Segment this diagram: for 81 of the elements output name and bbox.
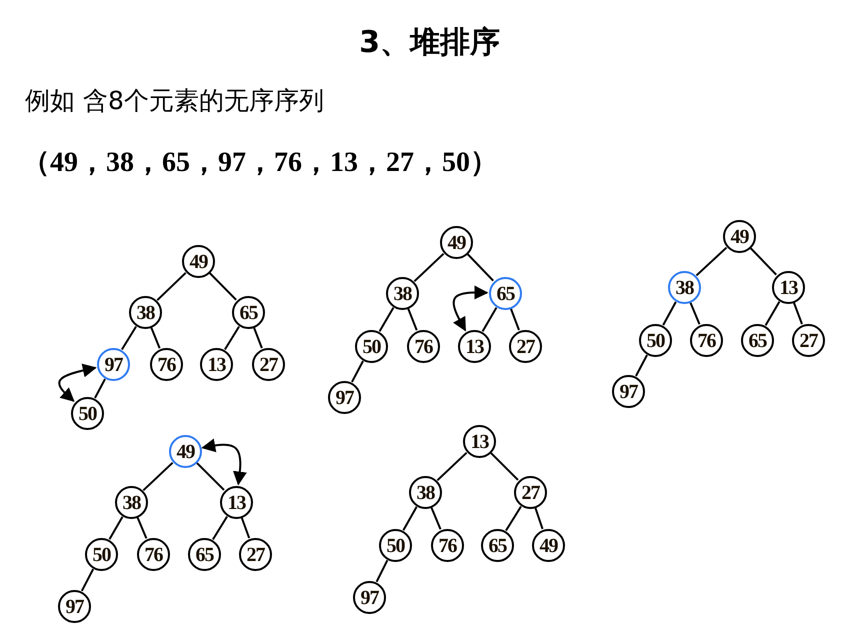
swap-arrow	[201, 438, 247, 486]
tree-node: 97	[328, 381, 361, 414]
tree-edge	[467, 254, 494, 282]
tree-edge	[94, 378, 106, 398]
tree-node: 49	[440, 226, 473, 259]
tree-node: 38	[129, 296, 162, 329]
tree-edge	[376, 560, 388, 582]
tree-edge	[108, 516, 124, 540]
tree-node: 97	[612, 375, 645, 408]
tree-node: 38	[409, 476, 442, 509]
tree-edge	[378, 307, 394, 332]
swap-arrow	[58, 364, 97, 402]
tree-edge	[414, 252, 444, 282]
tree-edge	[482, 307, 498, 332]
tree-edge	[534, 508, 544, 530]
tree-node: 50	[379, 529, 412, 562]
tree-node: 97	[353, 581, 386, 614]
tree-edge	[407, 308, 418, 331]
tree-node: 50	[85, 538, 118, 571]
swap-arrow	[452, 286, 488, 332]
tree-node: 27	[252, 348, 285, 381]
highlighted-tree-node: 65	[489, 277, 522, 310]
tree-node: 49	[532, 529, 565, 562]
tree-edge	[690, 302, 700, 325]
tree-edge	[209, 272, 237, 301]
sequence-text: （49，38，65，97，76，13，27，50）	[22, 146, 498, 180]
tree-edge	[430, 507, 442, 530]
tree-node: 65	[232, 296, 265, 329]
highlighted-tree-node: 97	[97, 348, 130, 381]
highlighted-tree-node: 38	[668, 271, 701, 304]
tree-edge	[793, 302, 803, 324]
tree-edge	[253, 328, 263, 348]
tree-node: 49	[182, 245, 215, 278]
tree-node: 97	[58, 590, 91, 623]
tree-node: 49	[723, 220, 756, 253]
tree-node: 13	[463, 425, 496, 458]
tree-edge	[402, 506, 418, 531]
tree-node: 27	[514, 476, 547, 509]
tree-edge	[436, 452, 468, 482]
tree-edge	[510, 308, 520, 330]
tree-edge	[136, 517, 148, 539]
tree-edge	[80, 568, 94, 592]
tree-node: 27	[792, 324, 825, 357]
tree-node: 76	[137, 538, 170, 571]
tree-edge	[212, 516, 228, 540]
tree-node: 27	[239, 538, 272, 571]
tree-node: 50	[639, 324, 672, 357]
tree-node: 65	[188, 538, 221, 571]
tree-edge	[750, 248, 777, 276]
tree-node: 65	[481, 529, 514, 562]
tree-node: 50	[355, 330, 388, 363]
tree-node: 65	[741, 324, 774, 357]
tree-node: 13	[200, 348, 233, 381]
tree-edge	[635, 354, 648, 376]
tree-node: 76	[407, 330, 440, 363]
tree-edge	[142, 462, 174, 492]
tree-node: 50	[71, 397, 104, 430]
title: 3、堆排序	[359, 25, 500, 60]
tree-edge	[505, 506, 522, 532]
tree-node: 76	[150, 348, 183, 381]
description-text: 例如 含8个元素的无序序列	[25, 85, 324, 117]
tree-edge	[224, 326, 240, 350]
tree-node: 76	[690, 324, 723, 357]
tree-edge	[662, 301, 677, 326]
tree-node: 38	[115, 486, 148, 519]
tree-edge	[156, 272, 186, 301]
tree-node: 13	[458, 330, 491, 363]
tree-edge	[490, 452, 519, 481]
tree-node: 76	[431, 529, 464, 562]
tree-edge	[696, 246, 728, 276]
tree-node: 27	[509, 330, 542, 363]
tree-node: 13	[220, 486, 253, 519]
tree-edge	[764, 301, 780, 326]
tree-edge	[196, 462, 225, 491]
tree-edge	[121, 326, 137, 350]
tree-edge	[351, 360, 364, 382]
tree-node: 38	[386, 277, 419, 310]
tree-edge	[150, 327, 161, 349]
tree-edge	[240, 518, 250, 538]
tree-node: 13	[772, 271, 805, 304]
highlighted-tree-node: 49	[169, 435, 202, 468]
